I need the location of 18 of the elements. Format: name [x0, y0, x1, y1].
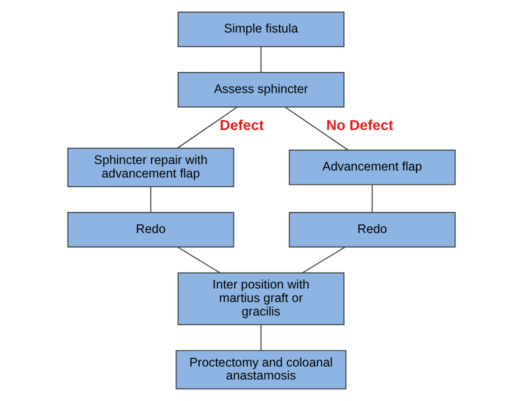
edge-label: Defect — [220, 118, 264, 134]
connector — [284, 106, 349, 151]
connector — [260, 46, 262, 73]
node-box: Simple fistula — [178, 12, 344, 48]
connector — [150, 186, 152, 213]
edge-label: No Defect — [326, 118, 394, 134]
node-box: Sphincter repair with advancement flap — [67, 148, 234, 188]
node-box: Proctectomy and coloanal anastamosis — [176, 350, 346, 390]
node-box: Redo — [67, 212, 234, 248]
node-box: Advancement flap — [288, 150, 456, 186]
connector — [372, 184, 373, 213]
connector — [302, 246, 346, 274]
connector — [176, 106, 238, 149]
connector — [260, 324, 262, 351]
node-box: Redo — [288, 212, 456, 248]
connector — [177, 246, 220, 274]
node-box: Inter position with martius graft or gracilis — [178, 272, 344, 326]
node-box: Assess sphincter — [178, 72, 344, 108]
